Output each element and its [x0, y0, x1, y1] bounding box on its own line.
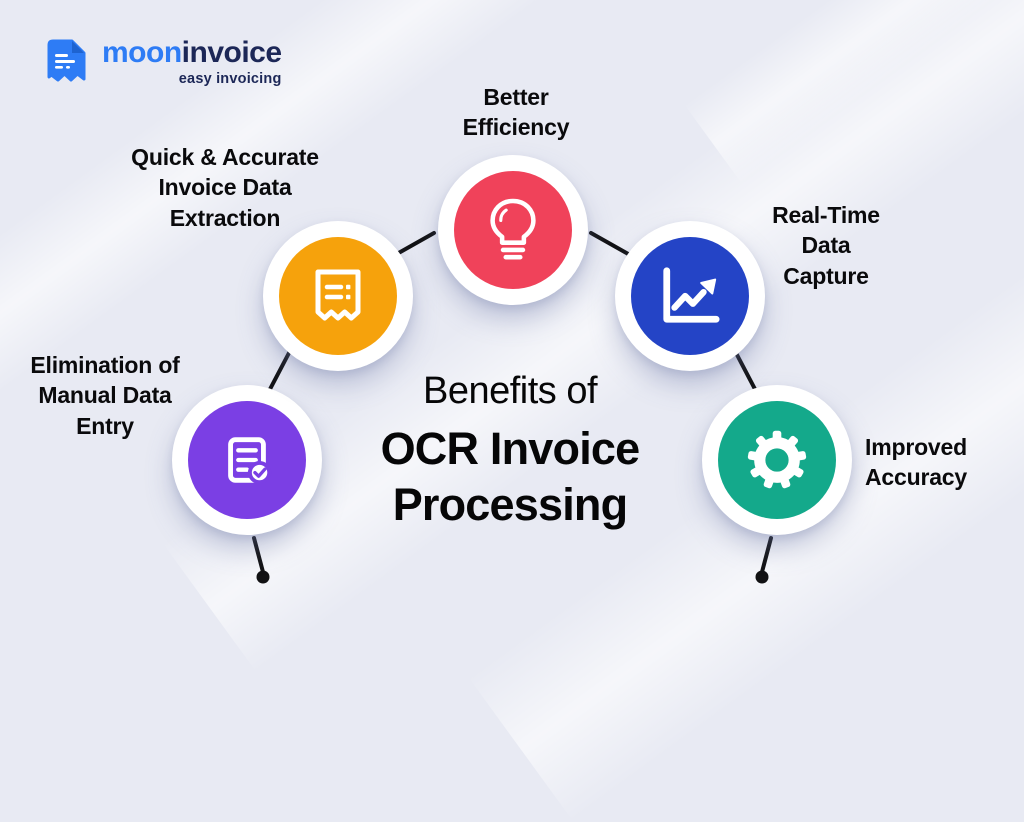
title-line-3: Processing [392, 479, 628, 531]
connector-line [589, 231, 632, 257]
connector-line [252, 536, 265, 574]
lightbulb-icon [490, 198, 536, 260]
connector-line [393, 231, 436, 257]
brand-name-invoice: invoice [181, 36, 282, 69]
chart-increase-icon [663, 267, 720, 323]
moon-invoice-logo: mooninvoice easy invoicing [42, 38, 282, 87]
benefit-bubble-realtime-capture [615, 221, 765, 371]
title-line-2: OCR Invoice [380, 423, 641, 474]
page-title: Benefits of OCR Invoice Processing [330, 370, 690, 534]
brand-name-moon: moon [102, 36, 182, 69]
benefit-label-efficiency: Better Efficiency [462, 84, 570, 141]
background-streak [684, 0, 1024, 186]
document-check-icon [228, 437, 272, 485]
benefit-bubble-manual-entry [172, 385, 322, 535]
gear-icon [747, 430, 807, 489]
benefit-bubble-data-extraction [263, 221, 413, 371]
benefit-circle-data-extraction [279, 237, 397, 355]
benefit-label-data-extraction: Quick & Accurate Invoice Data Extraction [131, 144, 319, 231]
connector-dot [755, 570, 769, 584]
benefit-bubble-efficiency [438, 155, 588, 305]
connector-dot [256, 570, 270, 584]
brand-name: mooninvoice [102, 38, 282, 68]
benefit-circle-efficiency [454, 171, 572, 289]
connector-line [733, 349, 759, 395]
benefit-label-accuracy: Improved Accuracy [865, 434, 967, 491]
connector-line [266, 349, 292, 395]
benefit-circle-manual-entry [188, 401, 306, 519]
benefit-circle-accuracy [718, 401, 836, 519]
brand-tagline: easy invoicing [178, 71, 282, 87]
title-line-1: Benefits of [422, 370, 598, 412]
connector-line [760, 536, 773, 574]
benefit-label-manual-entry: Elimination of Manual Data Entry [30, 352, 180, 439]
benefit-bubble-accuracy [702, 385, 852, 535]
invoice-logo-icon [47, 39, 86, 81]
benefit-circle-realtime-capture [631, 237, 749, 355]
receipt-icon [315, 269, 361, 321]
benefit-label-realtime-capture: Real-Time Data Capture [772, 202, 880, 289]
